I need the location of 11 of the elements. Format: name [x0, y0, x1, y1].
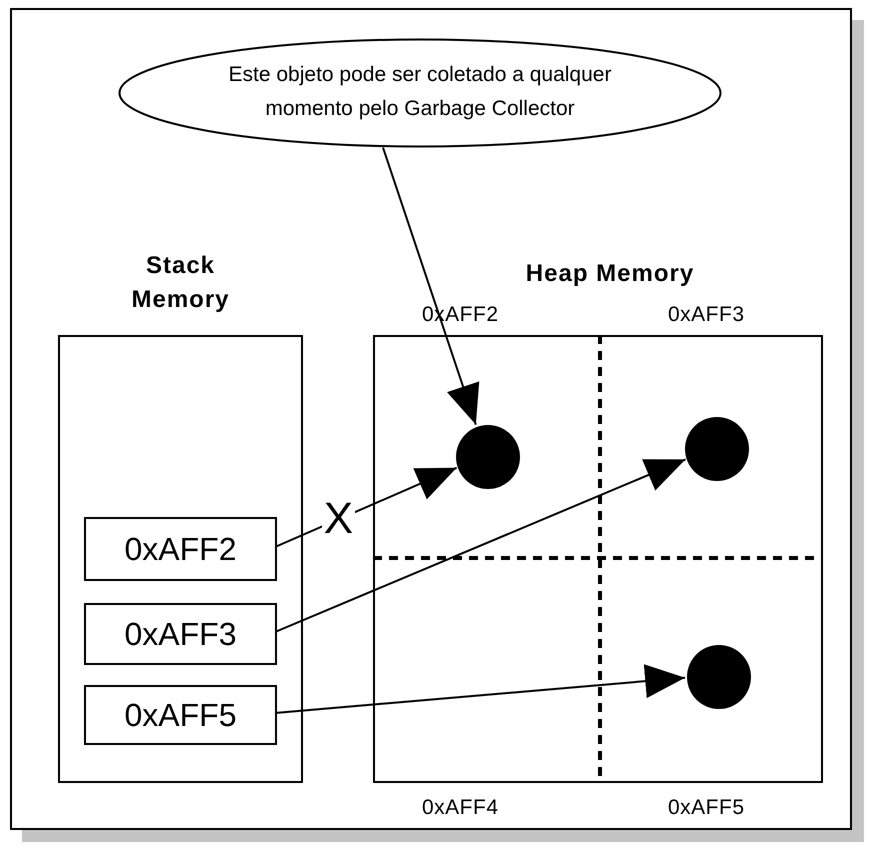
- address-box: 0xAFF3: [84, 603, 277, 665]
- arrow: [382, 147, 480, 425]
- address-box: 0xAFF2: [84, 517, 277, 581]
- note-text: Este objeto pode ser coletado a qualquer momento pelo Garbage Collector: [228, 62, 612, 122]
- address-label: 0xAFF3: [668, 303, 745, 327]
- panel-heading: Stack Memory: [130, 251, 231, 315]
- address-label: 0xAFF5: [668, 796, 745, 820]
- address-box: 0xAFF5: [84, 685, 277, 745]
- address-label: 0xAFF4: [422, 796, 499, 820]
- panel-heading: Heap Memory: [525, 259, 695, 289]
- speech-ellipse: [118, 38, 722, 148]
